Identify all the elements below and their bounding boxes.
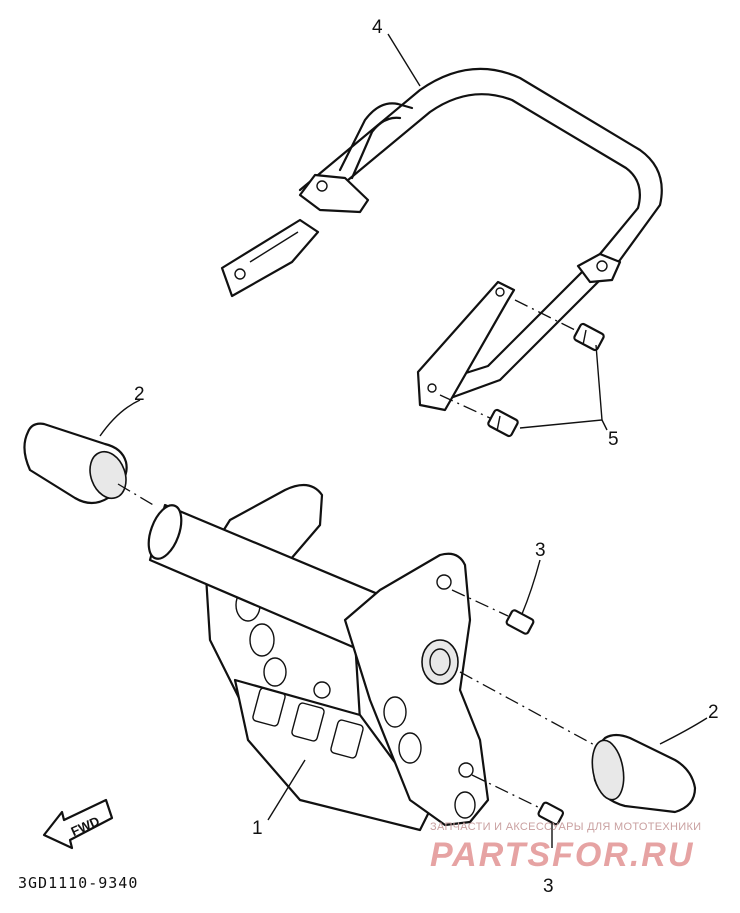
- callout-part3-bottom: 3: [543, 876, 554, 897]
- frame-guard: [147, 483, 601, 832]
- callout-part2-left: 2: [134, 384, 145, 405]
- end-cap-left: [23, 422, 156, 507]
- diagram-code: 3GD1110-9340: [18, 874, 138, 892]
- callout-part1: 1: [252, 818, 263, 839]
- carrier-bar: [220, 67, 663, 412]
- leader-lines: [99, 33, 708, 848]
- fwd-arrow: FWD: [42, 798, 114, 850]
- callout-part2-right: 2: [708, 702, 719, 723]
- watermark-brand: PARTSFOR.RU: [430, 836, 694, 874]
- bolt-3-lower: [471, 774, 565, 826]
- bolt-lower: [439, 394, 519, 438]
- watermark-tagline: ЗАПЧАСТИ И АКСЕССУАРЫ ДЛЯ МОТОТЕХНИКИ: [430, 821, 701, 833]
- bolt-upper: [514, 299, 605, 352]
- callout-part4: 4: [372, 17, 383, 38]
- callout-part3-top: 3: [535, 540, 546, 561]
- bolt-3-upper: [451, 589, 535, 635]
- callout-part5: 5: [608, 429, 619, 450]
- end-cap-right: [591, 733, 697, 814]
